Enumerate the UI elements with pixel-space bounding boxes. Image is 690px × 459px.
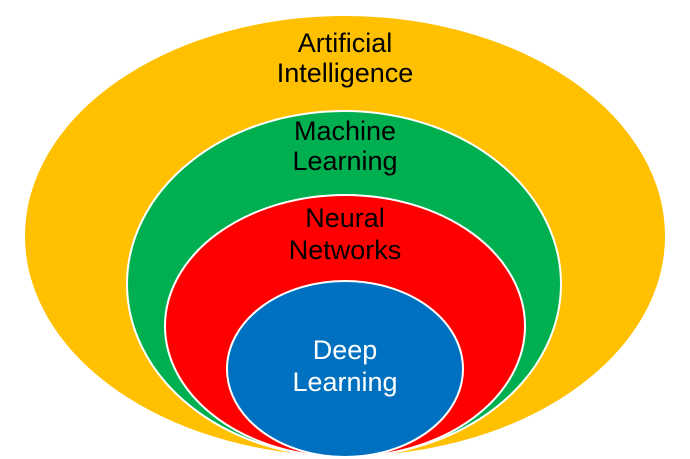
label-nn-line1: Neural bbox=[305, 203, 385, 233]
label-ai-line1: Artificial bbox=[298, 28, 393, 58]
label-ml-line2: Learning bbox=[292, 146, 397, 176]
label-dl-line2: Learning bbox=[292, 367, 397, 397]
label-dl-line1: Deep bbox=[313, 335, 378, 365]
label-ai-line2: Intelligence bbox=[277, 58, 414, 88]
label-ml-line1: Machine bbox=[294, 116, 396, 146]
label-nn-line2: Networks bbox=[289, 235, 402, 265]
ellipse-deep-learning bbox=[226, 280, 464, 458]
